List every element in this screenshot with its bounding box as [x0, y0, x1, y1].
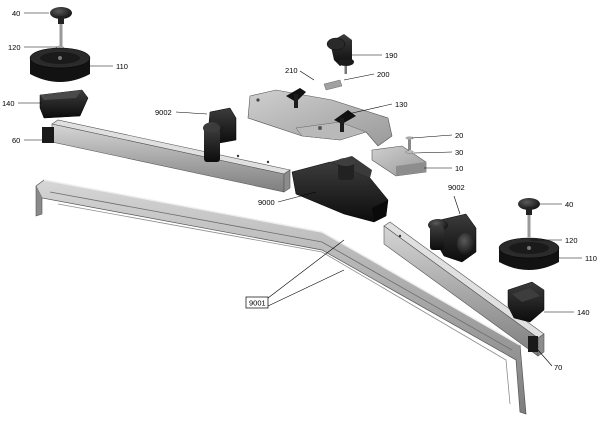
callout-60: 60 [12, 136, 20, 145]
callout-9002-right: 9002 [448, 183, 465, 192]
callout-210: 210 [285, 66, 298, 75]
callout-120-left: 120 [8, 43, 21, 52]
top-left-knob-stack [29, 7, 91, 119]
callout-10: 10 [455, 164, 463, 173]
callout-130: 130 [395, 100, 408, 109]
right-rail-assembly [383, 213, 545, 357]
coupling-block-9000 [291, 156, 389, 223]
callout-120-right: 120 [565, 236, 578, 245]
callout-110-left: 110 [116, 62, 128, 71]
callout-9000: 9000 [258, 198, 275, 207]
callout-140-left: 140 [2, 99, 15, 108]
callout-200: 200 [377, 70, 390, 79]
callout-30: 30 [455, 148, 463, 157]
callout-9002-left: 9002 [155, 108, 172, 117]
right-knob-stack [498, 198, 560, 323]
callout-labels: 40 120 110 140 60 9002 210 200 190 130 2… [2, 9, 597, 372]
callout-140-right: 140 [577, 308, 590, 317]
callout-20: 20 [455, 131, 463, 140]
bracket-plate-130 [247, 88, 427, 177]
elbow-fitting-190 [323, 34, 354, 91]
left-rail-assembly [42, 107, 291, 193]
callout-40-right: 40 [565, 200, 573, 209]
callout-9001: 9001 [249, 299, 266, 308]
callout-110-right: 110 [585, 254, 597, 263]
callout-190: 190 [385, 51, 398, 60]
callout-9001-box [245, 296, 269, 309]
callout-70: 70 [554, 363, 562, 372]
end-cap [42, 127, 54, 143]
guide-rail-9001 [35, 179, 527, 415]
leader-lines [18, 12, 582, 367]
callout-40-left: 40 [12, 9, 20, 18]
